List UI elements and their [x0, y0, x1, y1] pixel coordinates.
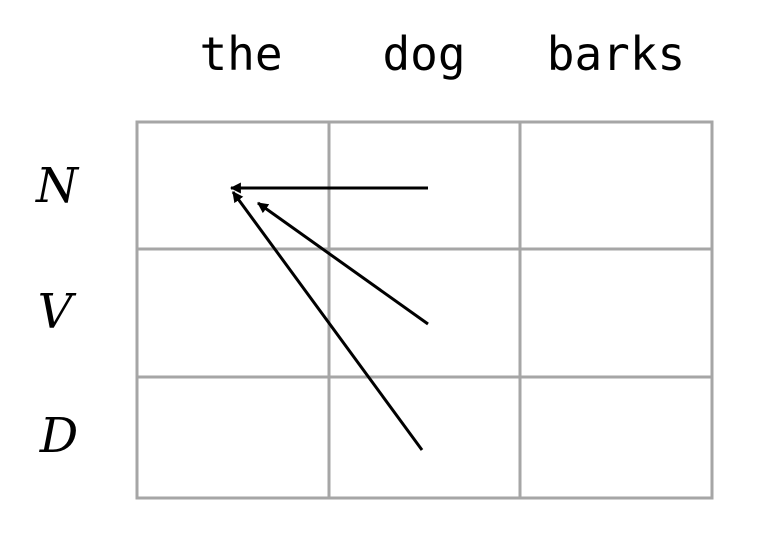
grid-border: [135, 120, 714, 500]
backpointer-arrow-d: [231, 191, 424, 451]
row-label-n: N: [35, 158, 80, 214]
backpointer-arrow-v: [257, 201, 429, 326]
column-label-the: the: [199, 27, 282, 81]
backpointer-arrows: [229, 182, 429, 451]
column-label-dog: dog: [382, 27, 465, 81]
row-label-d: D: [39, 408, 78, 464]
row-label-v: V: [38, 284, 77, 340]
column-labels: the dog barks: [199, 27, 685, 81]
trellis-grid: [135, 120, 714, 500]
column-label-barks: barks: [547, 27, 685, 81]
row-labels: N V D: [35, 158, 80, 464]
